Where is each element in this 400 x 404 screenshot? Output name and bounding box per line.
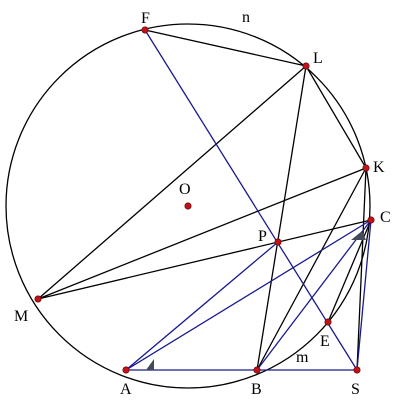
segment-c-s — [356, 219, 372, 371]
label-e: E — [320, 333, 330, 350]
point-p — [274, 238, 282, 246]
segment-l-b — [256, 65, 307, 371]
segment-l-m — [37, 65, 307, 300]
point-c — [367, 216, 375, 224]
label-a: A — [120, 381, 132, 398]
label-f: F — [141, 10, 150, 27]
circle-o — [5, 23, 371, 389]
label-arc-m: m — [296, 349, 309, 366]
point-b — [253, 366, 261, 374]
point-l — [302, 62, 310, 70]
segment-c-e — [327, 219, 372, 323]
segment-f-s — [144, 29, 358, 371]
label-m: M — [14, 308, 28, 325]
label-c: C — [380, 209, 391, 226]
point-a — [122, 366, 130, 374]
label-s: S — [351, 381, 360, 398]
point-s — [353, 366, 361, 374]
segment-k-s — [356, 167, 367, 371]
segment-b-c — [256, 219, 372, 371]
segment-l-k — [305, 65, 367, 169]
segment-m-c — [37, 219, 372, 300]
point-o — [184, 202, 192, 210]
point-m — [34, 295, 42, 303]
segment-k-b — [256, 167, 367, 371]
label-arc-n: n — [242, 9, 250, 26]
angle-mark-a — [146, 359, 154, 370]
label-k: K — [373, 159, 385, 176]
label-p: P — [258, 228, 267, 245]
segment-a-p — [125, 241, 279, 371]
point-k — [362, 164, 370, 172]
label-o: O — [179, 181, 191, 198]
angle-mark-c — [351, 231, 366, 240]
segment-a-c — [125, 219, 372, 371]
label-b: B — [251, 381, 262, 398]
point-e — [324, 318, 332, 326]
segment-f-l — [144, 29, 307, 67]
point-f — [141, 26, 149, 34]
segment-k-m — [37, 167, 367, 300]
label-l: L — [313, 50, 323, 67]
